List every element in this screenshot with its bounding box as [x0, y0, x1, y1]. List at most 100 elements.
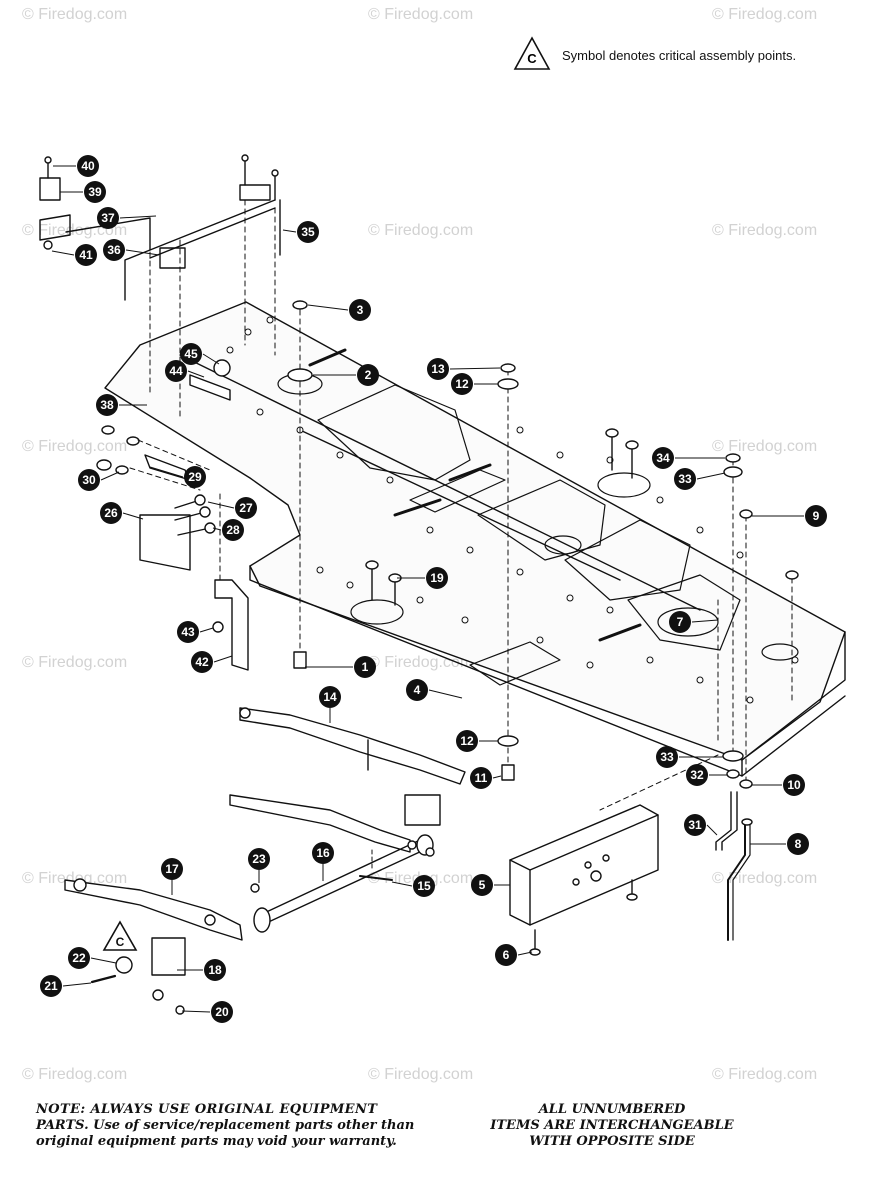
svg-text:28: 28 [226, 523, 240, 537]
svg-text:8: 8 [795, 837, 802, 851]
svg-text:26: 26 [104, 506, 118, 520]
callout-10: 10 [752, 774, 805, 796]
svg-text:45: 45 [184, 347, 198, 361]
svg-text:31: 31 [688, 818, 702, 832]
callout-34: 34 [652, 447, 725, 469]
top-bolts [365, 428, 639, 606]
callout-15: 15 [391, 875, 435, 897]
svg-text:14: 14 [323, 690, 337, 704]
callout-22: 22 [68, 947, 117, 969]
callout-28: 28 [212, 519, 244, 541]
callout-38: 38 [96, 394, 147, 416]
svg-text:10: 10 [787, 778, 801, 792]
svg-text:22: 22 [72, 951, 86, 965]
svg-text:12: 12 [455, 377, 469, 391]
svg-text:34: 34 [656, 451, 670, 465]
callout-40: 40 [53, 155, 99, 177]
control-rod [715, 791, 753, 941]
callout-21: 21 [40, 975, 92, 997]
critical-point-icon: C [513, 36, 551, 70]
callout-2: 2 [313, 364, 379, 386]
callout-26: 26 [100, 502, 144, 524]
callout-18: 18 [177, 959, 226, 981]
callout-41: 41 [51, 244, 97, 266]
svg-text:23: 23 [252, 852, 266, 866]
legend-text: Symbol denotes critical assembly points. [562, 48, 797, 63]
side-note-line-2: ITEMS ARE INTERCHANGEABLE [490, 1118, 734, 1133]
callout-29: 29 [149, 466, 206, 488]
callout-1: 1 [305, 656, 376, 678]
side-note-line-1: ALL UNNUMBERED [538, 1102, 686, 1117]
deck-plate [104, 301, 846, 777]
svg-text:C: C [116, 935, 125, 949]
upper-rod-assembly [39, 154, 281, 421]
callout-5: 5 [471, 874, 510, 896]
warranty-note: NOTE: ALWAYS USE ORIGINAL EQUIPMENT PART… [36, 1102, 436, 1150]
callout-11: 11 [470, 767, 502, 789]
callout-33-top: 33 [674, 468, 726, 490]
svg-text:30: 30 [82, 473, 96, 487]
callout-labels: 1 2 3 4 5 6 7 8 [40, 155, 827, 1023]
svg-text:1: 1 [362, 660, 369, 674]
svg-text:32: 32 [690, 768, 704, 782]
svg-text:36: 36 [107, 243, 121, 257]
callout-14: 14 [319, 686, 341, 723]
callout-44: 44 [165, 360, 205, 382]
callout-12-top: 12 [451, 373, 498, 395]
svg-text:5: 5 [479, 878, 486, 892]
callout-17: 17 [161, 858, 183, 895]
svg-text:33: 33 [678, 472, 692, 486]
svg-text:2: 2 [365, 368, 372, 382]
callout-7: 7 [669, 611, 719, 633]
svg-text:27: 27 [239, 501, 253, 515]
interchangeable-note: ALL UNNUMBERED ITEMS ARE INTERCHANGEABLE… [462, 1102, 762, 1150]
callout-27: 27 [207, 497, 257, 519]
link-bar [239, 707, 466, 785]
svg-text:7: 7 [677, 615, 684, 629]
callout-45: 45 [180, 343, 220, 365]
callout-20: 20 [181, 1001, 233, 1023]
right-fastener-stack [497, 363, 519, 781]
svg-text:41: 41 [79, 248, 93, 262]
channel-bracket [509, 754, 719, 956]
lift-arm-assembly [64, 794, 441, 1015]
svg-text:3: 3 [357, 303, 364, 317]
callout-6: 6 [495, 944, 533, 966]
callout-16: 16 [312, 842, 334, 881]
svg-text:38: 38 [100, 398, 114, 412]
svg-text:11: 11 [475, 771, 488, 785]
svg-text:19: 19 [430, 571, 444, 585]
callout-39: 39 [60, 181, 106, 203]
far-right-fastener-stack [717, 453, 799, 789]
svg-text:15: 15 [417, 879, 431, 893]
callout-31: 31 [684, 814, 718, 836]
callout-12-bottom: 12 [456, 730, 498, 752]
callout-13: 13 [427, 358, 501, 380]
svg-text:39: 39 [88, 185, 102, 199]
callout-9: 9 [752, 505, 827, 527]
svg-text:17: 17 [165, 862, 179, 876]
side-bracket [139, 494, 216, 571]
svg-text:C: C [527, 51, 537, 66]
callout-33-bottom: 33 [656, 746, 723, 768]
callout-8: 8 [750, 833, 809, 855]
callout-32: 32 [686, 764, 727, 786]
critical-point-icon: C [102, 920, 138, 951]
note-lead: NOTE: ALWAYS USE ORIGINAL EQUIPMENT [36, 1102, 378, 1117]
svg-text:18: 18 [208, 963, 222, 977]
center-hardware [287, 300, 313, 669]
svg-text:29: 29 [188, 470, 202, 484]
callout-30: 30 [78, 469, 120, 491]
callout-4: 4 [406, 679, 463, 701]
svg-text:6: 6 [503, 948, 510, 962]
side-note-line-3: WITH OPPOSITE SIDE [529, 1134, 695, 1149]
callout-37: 37 [97, 207, 157, 229]
svg-text:13: 13 [431, 362, 445, 376]
svg-text:33: 33 [660, 750, 674, 764]
callout-23: 23 [248, 848, 270, 883]
critical-symbol-legend: C Symbol denotes critical assembly point… [512, 36, 852, 76]
svg-text:44: 44 [169, 364, 183, 378]
callout-43: 43 [177, 621, 214, 643]
svg-text:16: 16 [316, 846, 330, 860]
